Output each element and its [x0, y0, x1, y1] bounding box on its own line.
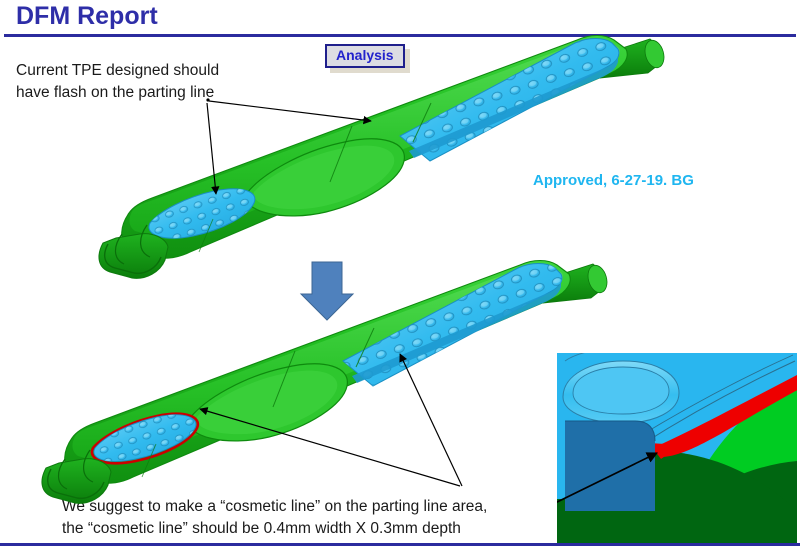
top-model-tpe-lower	[409, 56, 618, 158]
inset-scribe-line-1	[640, 360, 796, 446]
top-cad-model	[98, 34, 665, 279]
page-title: DFM Report	[16, 2, 158, 30]
inset-parting-line-tip	[649, 443, 681, 459]
top-model-left-collar	[98, 224, 169, 279]
top-annotation-line1: Current TPE designed should	[16, 62, 220, 79]
top-annotation-line2: have flash on the parting line	[16, 84, 215, 101]
parting-line-detail-inset	[557, 353, 797, 543]
top-model-split-line-1	[329, 125, 353, 183]
bottom-model-tpe-texture	[343, 263, 562, 386]
top-model-tpe-texture	[400, 38, 619, 161]
analysis-callout-box[interactable]: Analysis	[325, 44, 405, 69]
bottom-annotation-note: We suggest to make a “cosmetic line” on …	[62, 496, 487, 540]
top-leader-arrows	[206, 98, 372, 195]
header-divider	[4, 34, 796, 37]
process-down-arrow	[299, 261, 355, 321]
top-model-split-line-3	[198, 218, 214, 253]
inset-blue-block-edge	[565, 420, 656, 442]
bottom-model-split-line-2	[355, 327, 375, 368]
bottom-model-split-line-1	[272, 350, 296, 408]
bottom-cad-model	[41, 259, 608, 504]
bottom-model-split-line-3	[141, 443, 157, 478]
inset-parting-line-red	[651, 375, 797, 457]
bottom-annotation-line2: the “cosmetic line” should be 0.4mm widt…	[62, 520, 461, 537]
bottom-model-left-collar	[41, 449, 112, 504]
bottom-model-thumb-pad-texture	[93, 414, 196, 462]
bottom-annotation-line1: We suggest to make a “cosmetic line” on …	[62, 498, 488, 515]
arrow-to-cosmetic-line-right	[399, 353, 463, 487]
top-model-split-line-2	[412, 102, 432, 143]
top-annotation-note: Current TPE designed should have flash o…	[16, 60, 219, 104]
approved-stamp: Approved, 6-27-19. BG	[533, 172, 694, 189]
top-model-oval-inner	[253, 145, 395, 210]
inset-callout-arrow	[557, 452, 659, 503]
inset-green-dark-wedge	[653, 451, 797, 543]
arrow-to-parting-line-right	[208, 100, 372, 125]
bottom-leader-arrows	[199, 353, 463, 487]
inset-boss	[562, 353, 680, 424]
inset-blue-block	[565, 421, 655, 511]
arrow-to-parting-line-left	[206, 102, 220, 195]
top-model-thumb-pad-texture	[148, 188, 255, 239]
footer-divider	[0, 543, 800, 546]
inset-detail-svg	[557, 353, 797, 543]
bottom-model-cosmetic-line	[90, 412, 200, 465]
arrow-to-cosmetic-line-left	[199, 407, 461, 487]
